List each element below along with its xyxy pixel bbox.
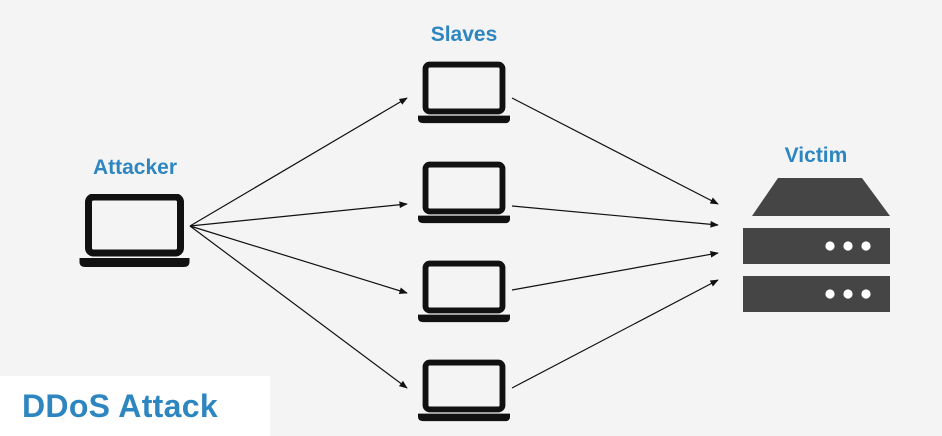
slave-laptop-icon-2 (418, 165, 510, 224)
slave-to-victim-arrows (511, 97, 719, 389)
attacker-to-slave-arrows (189, 97, 408, 389)
arrow-slave-1-victim (511, 97, 719, 205)
arrow-attacker-slave-1 (189, 97, 408, 227)
title-panel: DDoS Attack (0, 376, 270, 436)
attacker-label: Attacker (93, 156, 177, 179)
arrow-slave-2-victim (511, 205, 719, 228)
arrow-slave-4-victim (511, 279, 719, 389)
victim-server-icon (743, 178, 890, 312)
diagram-title: DDoS Attack (22, 388, 218, 424)
slave-laptop-icon-3 (418, 264, 510, 323)
slave-laptop-icon-1 (418, 65, 510, 124)
slave-laptops (418, 65, 510, 422)
arrow-slave-3-victim (511, 251, 719, 291)
victim-label: Victim (785, 144, 848, 167)
slaves-label: Slaves (431, 23, 498, 46)
slave-laptop-icon-4 (418, 363, 510, 422)
arrow-attacker-slave-4 (189, 225, 408, 389)
arrow-attacker-slave-2 (189, 201, 408, 227)
arrow-attacker-slave-3 (189, 225, 408, 294)
attacker-laptop-icon (80, 197, 190, 267)
